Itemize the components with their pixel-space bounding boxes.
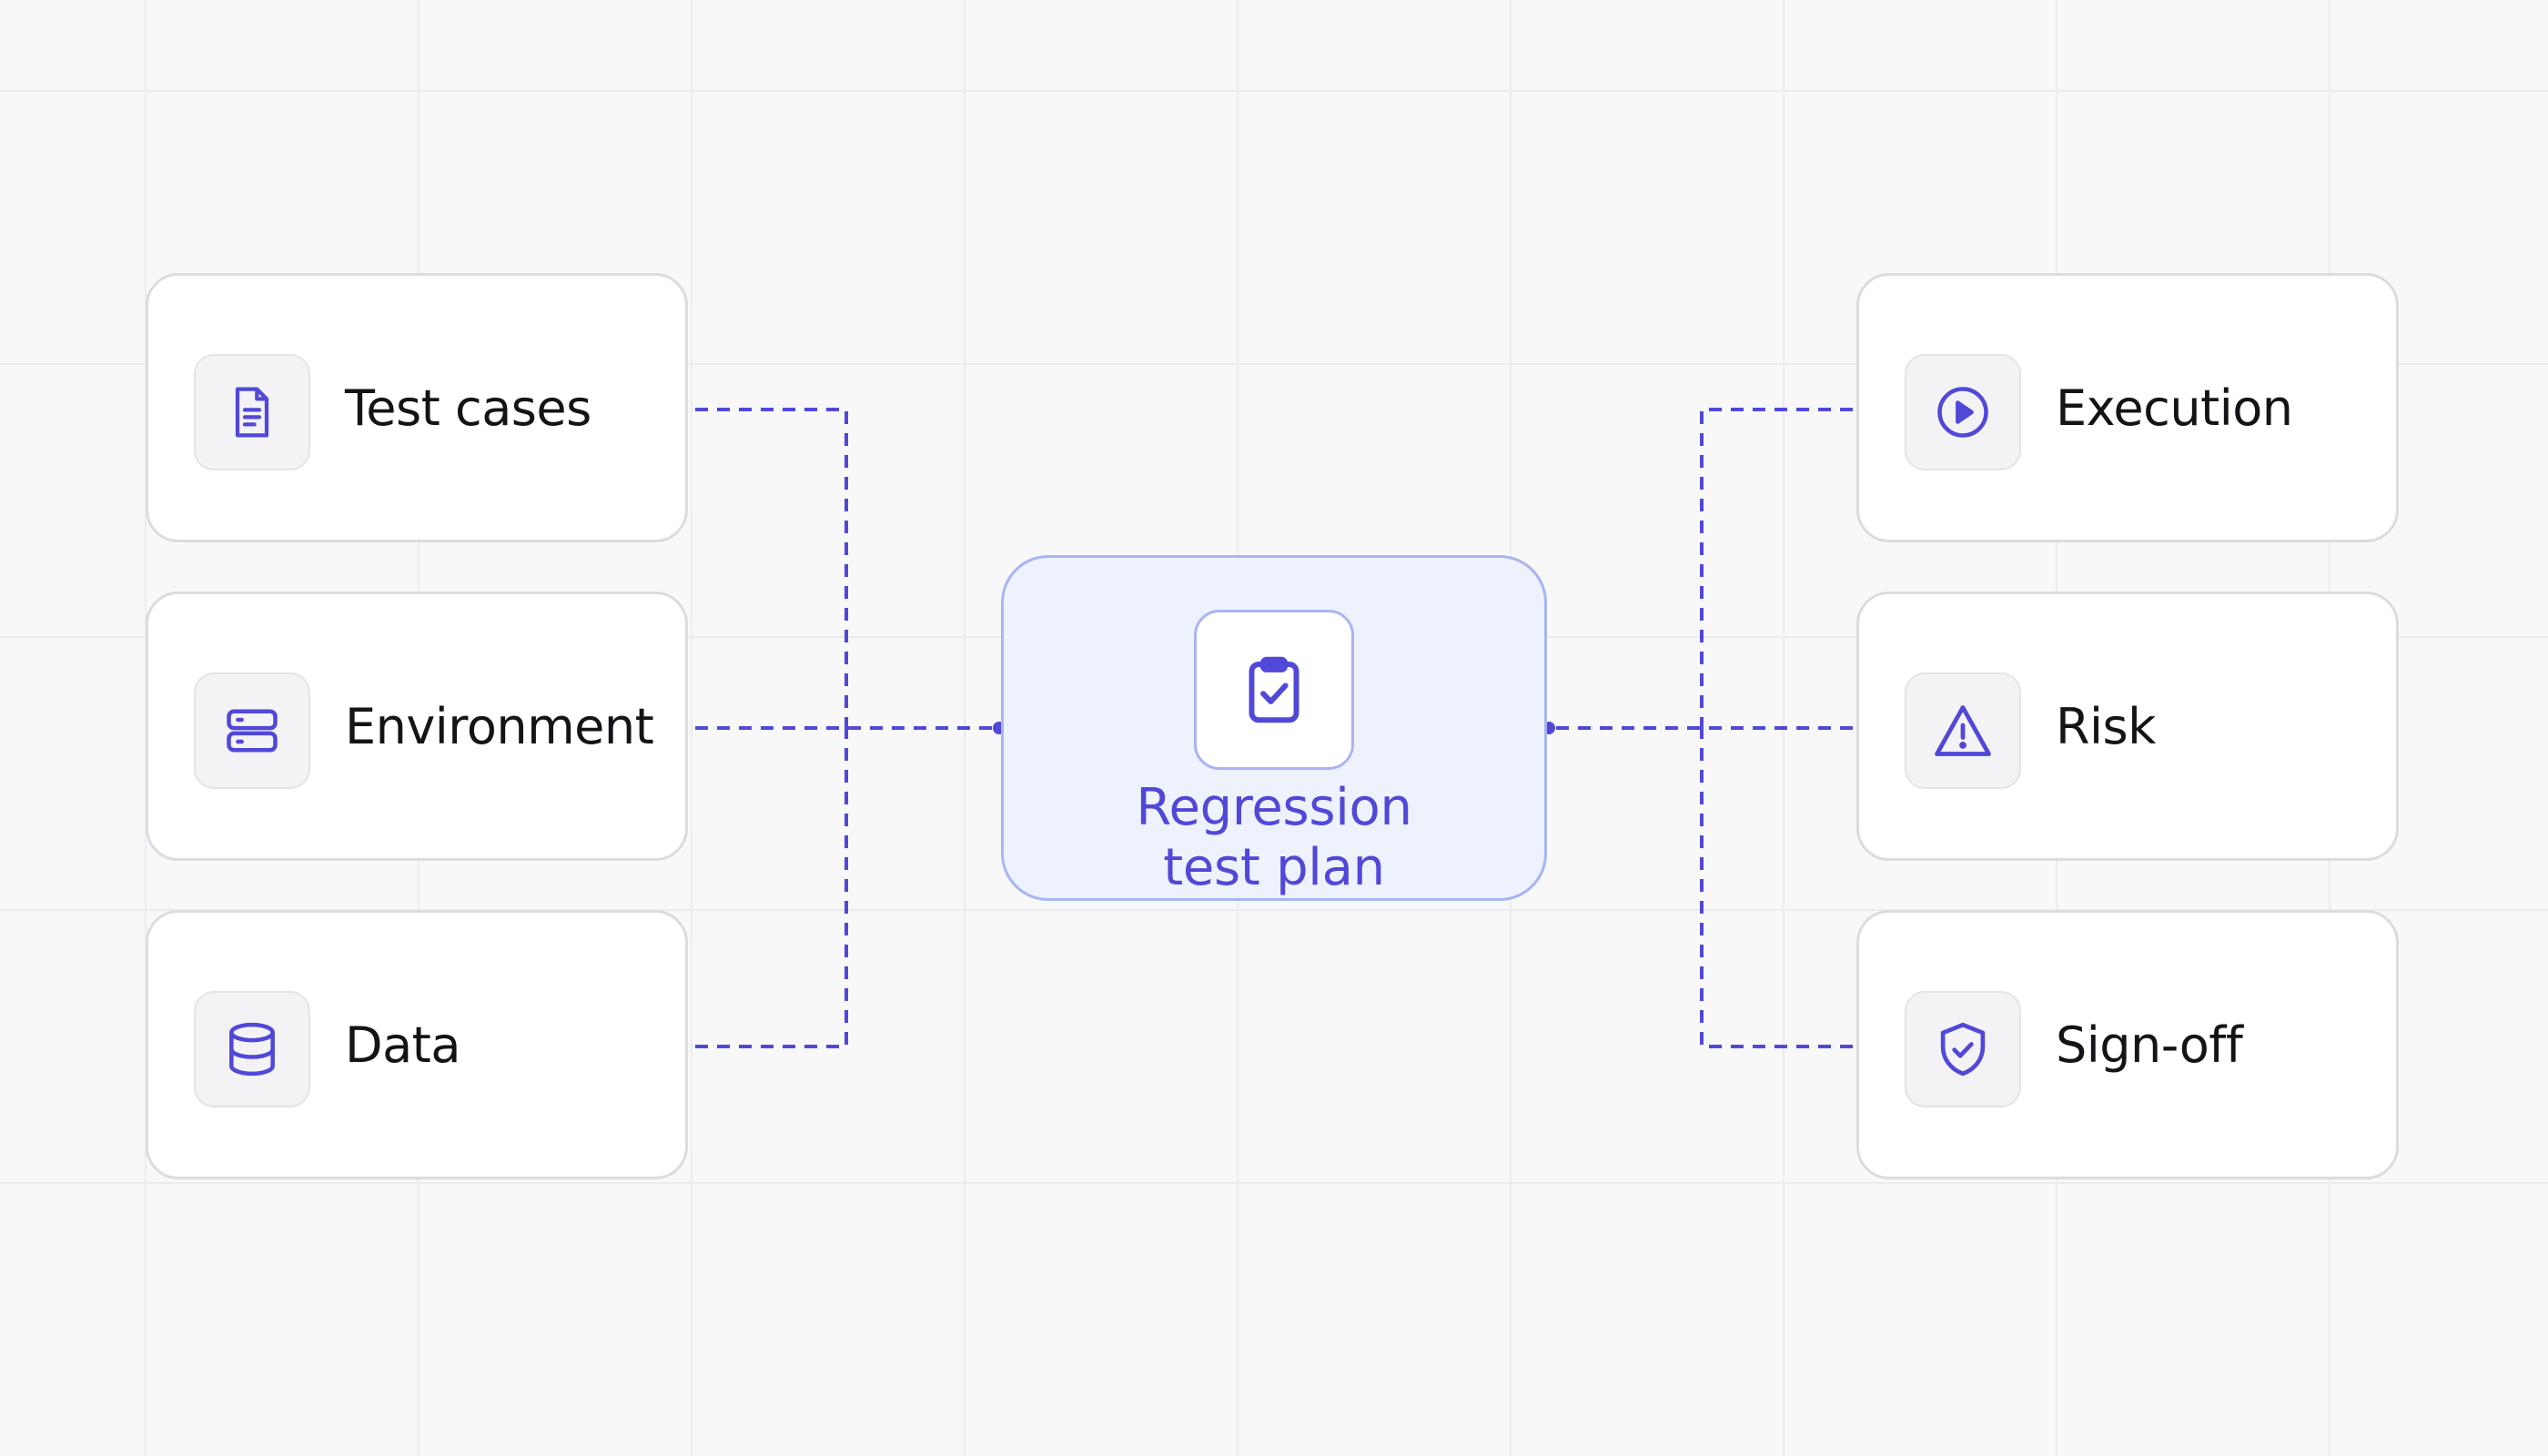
connector-execution [1700,408,1853,728]
clipboard-check-icon [1249,656,1299,723]
input-card-data[interactable]: Data [146,910,688,1179]
icon-tile [194,354,310,470]
hub-title: Regression test plan [1004,778,1544,898]
hub-title-line-1: Regression [1136,778,1412,837]
input-card-environment[interactable]: Environment [146,592,688,861]
icon-tile [1905,991,2021,1107]
output-label-execution: Execution [2056,379,2293,437]
hub-title-line-2: test plan [1163,838,1385,897]
input-label-data: Data [345,1016,460,1074]
database-icon [229,1022,275,1077]
hub-card-regression-test-plan[interactable]: Regression test plan [1001,555,1547,901]
output-label-sign-off: Sign-off [2056,1016,2243,1074]
play-circle-icon [1937,387,1988,438]
output-label-risk: Risk [2056,697,2156,755]
document-icon [235,387,269,438]
input-card-test-cases[interactable]: Test cases [146,273,688,542]
connector-sign-off [1700,728,1853,1048]
server-icon [227,709,278,753]
icon-tile [1905,354,2021,470]
shield-check-icon [1940,1022,1986,1077]
input-label-test-cases: Test cases [345,379,592,437]
warning-triangle-icon [1935,705,1991,756]
hub-icon-tile [1194,610,1354,770]
icon-tile [1905,672,2021,789]
input-label-environment: Environment [345,697,654,755]
output-card-sign-off[interactable]: Sign-off [1856,910,2399,1179]
icon-tile [194,672,310,789]
connector-test-cases [695,408,848,728]
output-card-execution[interactable]: Execution [1856,273,2399,542]
output-card-risk[interactable]: Risk [1856,592,2399,861]
connector-data [695,728,848,1048]
icon-tile [194,991,310,1107]
